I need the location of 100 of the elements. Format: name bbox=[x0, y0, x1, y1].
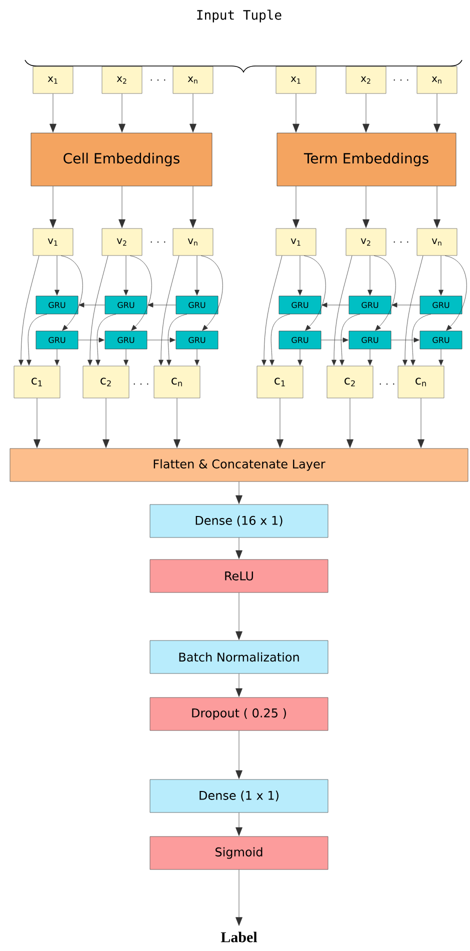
arrow bbox=[304, 256, 326, 331]
arrow bbox=[418, 398, 424, 448]
cell-box: c$_{2}$ bbox=[326, 366, 374, 398]
gru-box: GRU bbox=[36, 330, 78, 350]
cell-box: v$_{2}$ bbox=[346, 228, 386, 256]
arrow bbox=[236, 730, 242, 779]
arrow bbox=[124, 256, 128, 296]
arrow bbox=[50, 186, 56, 228]
embedding-box: Cell Embeddings bbox=[30, 132, 212, 186]
arrow bbox=[374, 256, 396, 331]
layer-box: Dense (1 x 1) bbox=[150, 779, 328, 813]
cell-box: x$_{1}$ bbox=[32, 66, 74, 94]
arrow bbox=[321, 338, 348, 342]
arrow bbox=[34, 398, 40, 448]
gru-box: GRU bbox=[420, 296, 462, 314]
gru-box: GRU bbox=[104, 296, 148, 314]
arrow bbox=[438, 256, 444, 296]
gru-box: GRU bbox=[278, 330, 322, 350]
arrow bbox=[332, 256, 352, 366]
arrow bbox=[434, 186, 440, 228]
cell-box: v$_{1}$ bbox=[276, 228, 316, 256]
arrow bbox=[236, 592, 242, 640]
arrow bbox=[236, 812, 242, 836]
gru-box: GRU bbox=[176, 330, 218, 350]
ellipsis: . . . bbox=[134, 383, 148, 385]
ellipsis: . . . bbox=[394, 79, 408, 81]
cell-box: v$_{2}$ bbox=[102, 228, 142, 256]
gru-box: GRU bbox=[278, 296, 322, 314]
cell-box: v$_{1}$ bbox=[32, 228, 74, 256]
arrow bbox=[194, 349, 200, 366]
arrow bbox=[298, 349, 302, 366]
arrow bbox=[118, 186, 126, 228]
cell-box: c$_{2}$ bbox=[82, 366, 130, 398]
cell-box: c$_{n}$ bbox=[154, 366, 200, 398]
arrow bbox=[391, 338, 420, 342]
arrow bbox=[362, 94, 370, 132]
gru-box: GRU bbox=[36, 296, 78, 314]
cell-box: v$_{n}$ bbox=[172, 228, 214, 256]
layer-box: ReLU bbox=[150, 559, 328, 593]
ellipsis: . . . bbox=[150, 79, 166, 81]
gru-box: GRU bbox=[176, 296, 218, 314]
cell-box: c$_{n}$ bbox=[398, 366, 444, 398]
arrow bbox=[147, 338, 176, 342]
arrow bbox=[236, 482, 242, 504]
arrow bbox=[200, 256, 223, 331]
arrow bbox=[444, 256, 467, 331]
arrow bbox=[54, 349, 60, 366]
layer-box: Sigmoid bbox=[150, 836, 328, 870]
arrow bbox=[236, 538, 242, 559]
gru-box: GRU bbox=[348, 330, 392, 350]
embedding-box: Term Embeddings bbox=[276, 132, 456, 186]
cell-box: x$_{1}$ bbox=[276, 66, 316, 94]
arrow bbox=[190, 186, 196, 228]
ellipsis: . . . bbox=[150, 241, 166, 243]
cell-box: v$_{n}$ bbox=[416, 228, 458, 256]
gru-box: GRU bbox=[420, 330, 462, 350]
arrow bbox=[362, 186, 370, 228]
arrow bbox=[148, 302, 176, 308]
cell-box: x$_{n}$ bbox=[172, 66, 214, 94]
cell-box: c$_{1}$ bbox=[14, 366, 60, 398]
gru-box: GRU bbox=[348, 296, 392, 314]
arrow bbox=[26, 314, 48, 366]
layer-box: Flatten & Concatenate Layer bbox=[10, 448, 468, 482]
layer-box: Batch Normalization bbox=[150, 640, 328, 674]
arrow bbox=[438, 349, 444, 366]
arrow bbox=[262, 256, 282, 366]
layer-box: Dense (16 x 1) bbox=[150, 504, 328, 538]
cell-box: x$_{2}$ bbox=[102, 66, 142, 94]
arrow bbox=[78, 302, 105, 308]
cell-box: c$_{1}$ bbox=[256, 366, 304, 398]
arrow bbox=[236, 870, 242, 926]
arrow bbox=[60, 256, 83, 331]
arrow bbox=[174, 398, 180, 448]
arrow bbox=[190, 94, 196, 132]
arrow bbox=[340, 314, 360, 366]
arrow bbox=[54, 256, 60, 296]
cell-box: x$_{n}$ bbox=[416, 66, 458, 94]
layer-box: Dropout ( 0.25 ) bbox=[150, 697, 328, 731]
arrow bbox=[368, 256, 372, 296]
arrow bbox=[276, 398, 284, 448]
arrow bbox=[410, 314, 432, 366]
gru-box: GRU bbox=[104, 330, 148, 350]
arrow bbox=[158, 256, 180, 366]
arrow bbox=[96, 314, 116, 366]
arrow bbox=[18, 256, 40, 366]
arrow bbox=[130, 256, 152, 331]
arrow bbox=[78, 338, 104, 342]
arrow bbox=[118, 94, 126, 132]
cell-box: x$_{2}$ bbox=[346, 66, 386, 94]
arrow bbox=[292, 186, 300, 228]
arrow bbox=[346, 398, 354, 448]
output-label: Label bbox=[220, 932, 258, 942]
arrow bbox=[292, 94, 300, 132]
arrow bbox=[434, 94, 440, 132]
arrow bbox=[124, 349, 128, 366]
arrow bbox=[102, 398, 110, 448]
arrow bbox=[166, 314, 188, 366]
arrow bbox=[236, 674, 242, 697]
arrow bbox=[194, 256, 200, 296]
ellipsis: . . . bbox=[380, 383, 394, 385]
